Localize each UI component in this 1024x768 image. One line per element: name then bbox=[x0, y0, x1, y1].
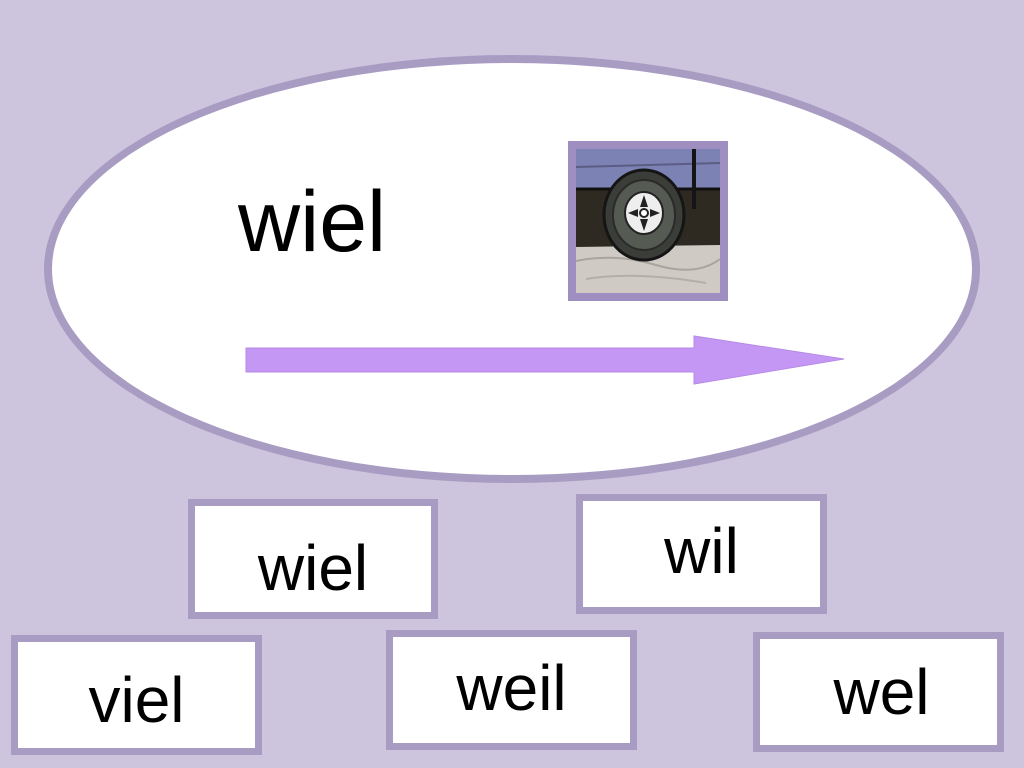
right-arrow-icon bbox=[245, 335, 845, 385]
target-word: wiel bbox=[238, 174, 387, 270]
choice-label: wil bbox=[664, 515, 739, 587]
choice-label: wel bbox=[833, 656, 930, 728]
wheel-picture-icon bbox=[568, 141, 728, 301]
choice-label: wiel bbox=[257, 532, 369, 604]
choice-label: weil bbox=[456, 652, 567, 724]
choice-tile-weil[interactable]: weil bbox=[386, 630, 637, 750]
choice-tile-viel[interactable]: viel bbox=[11, 635, 262, 755]
choice-tile-wel[interactable]: wel bbox=[753, 632, 1004, 752]
choice-tile-wiel[interactable]: wiel bbox=[188, 499, 438, 619]
choice-tile-wil[interactable]: wil bbox=[576, 494, 827, 614]
choice-label: viel bbox=[88, 664, 185, 736]
target-panel bbox=[44, 55, 980, 483]
wheel-illustration bbox=[576, 149, 720, 293]
